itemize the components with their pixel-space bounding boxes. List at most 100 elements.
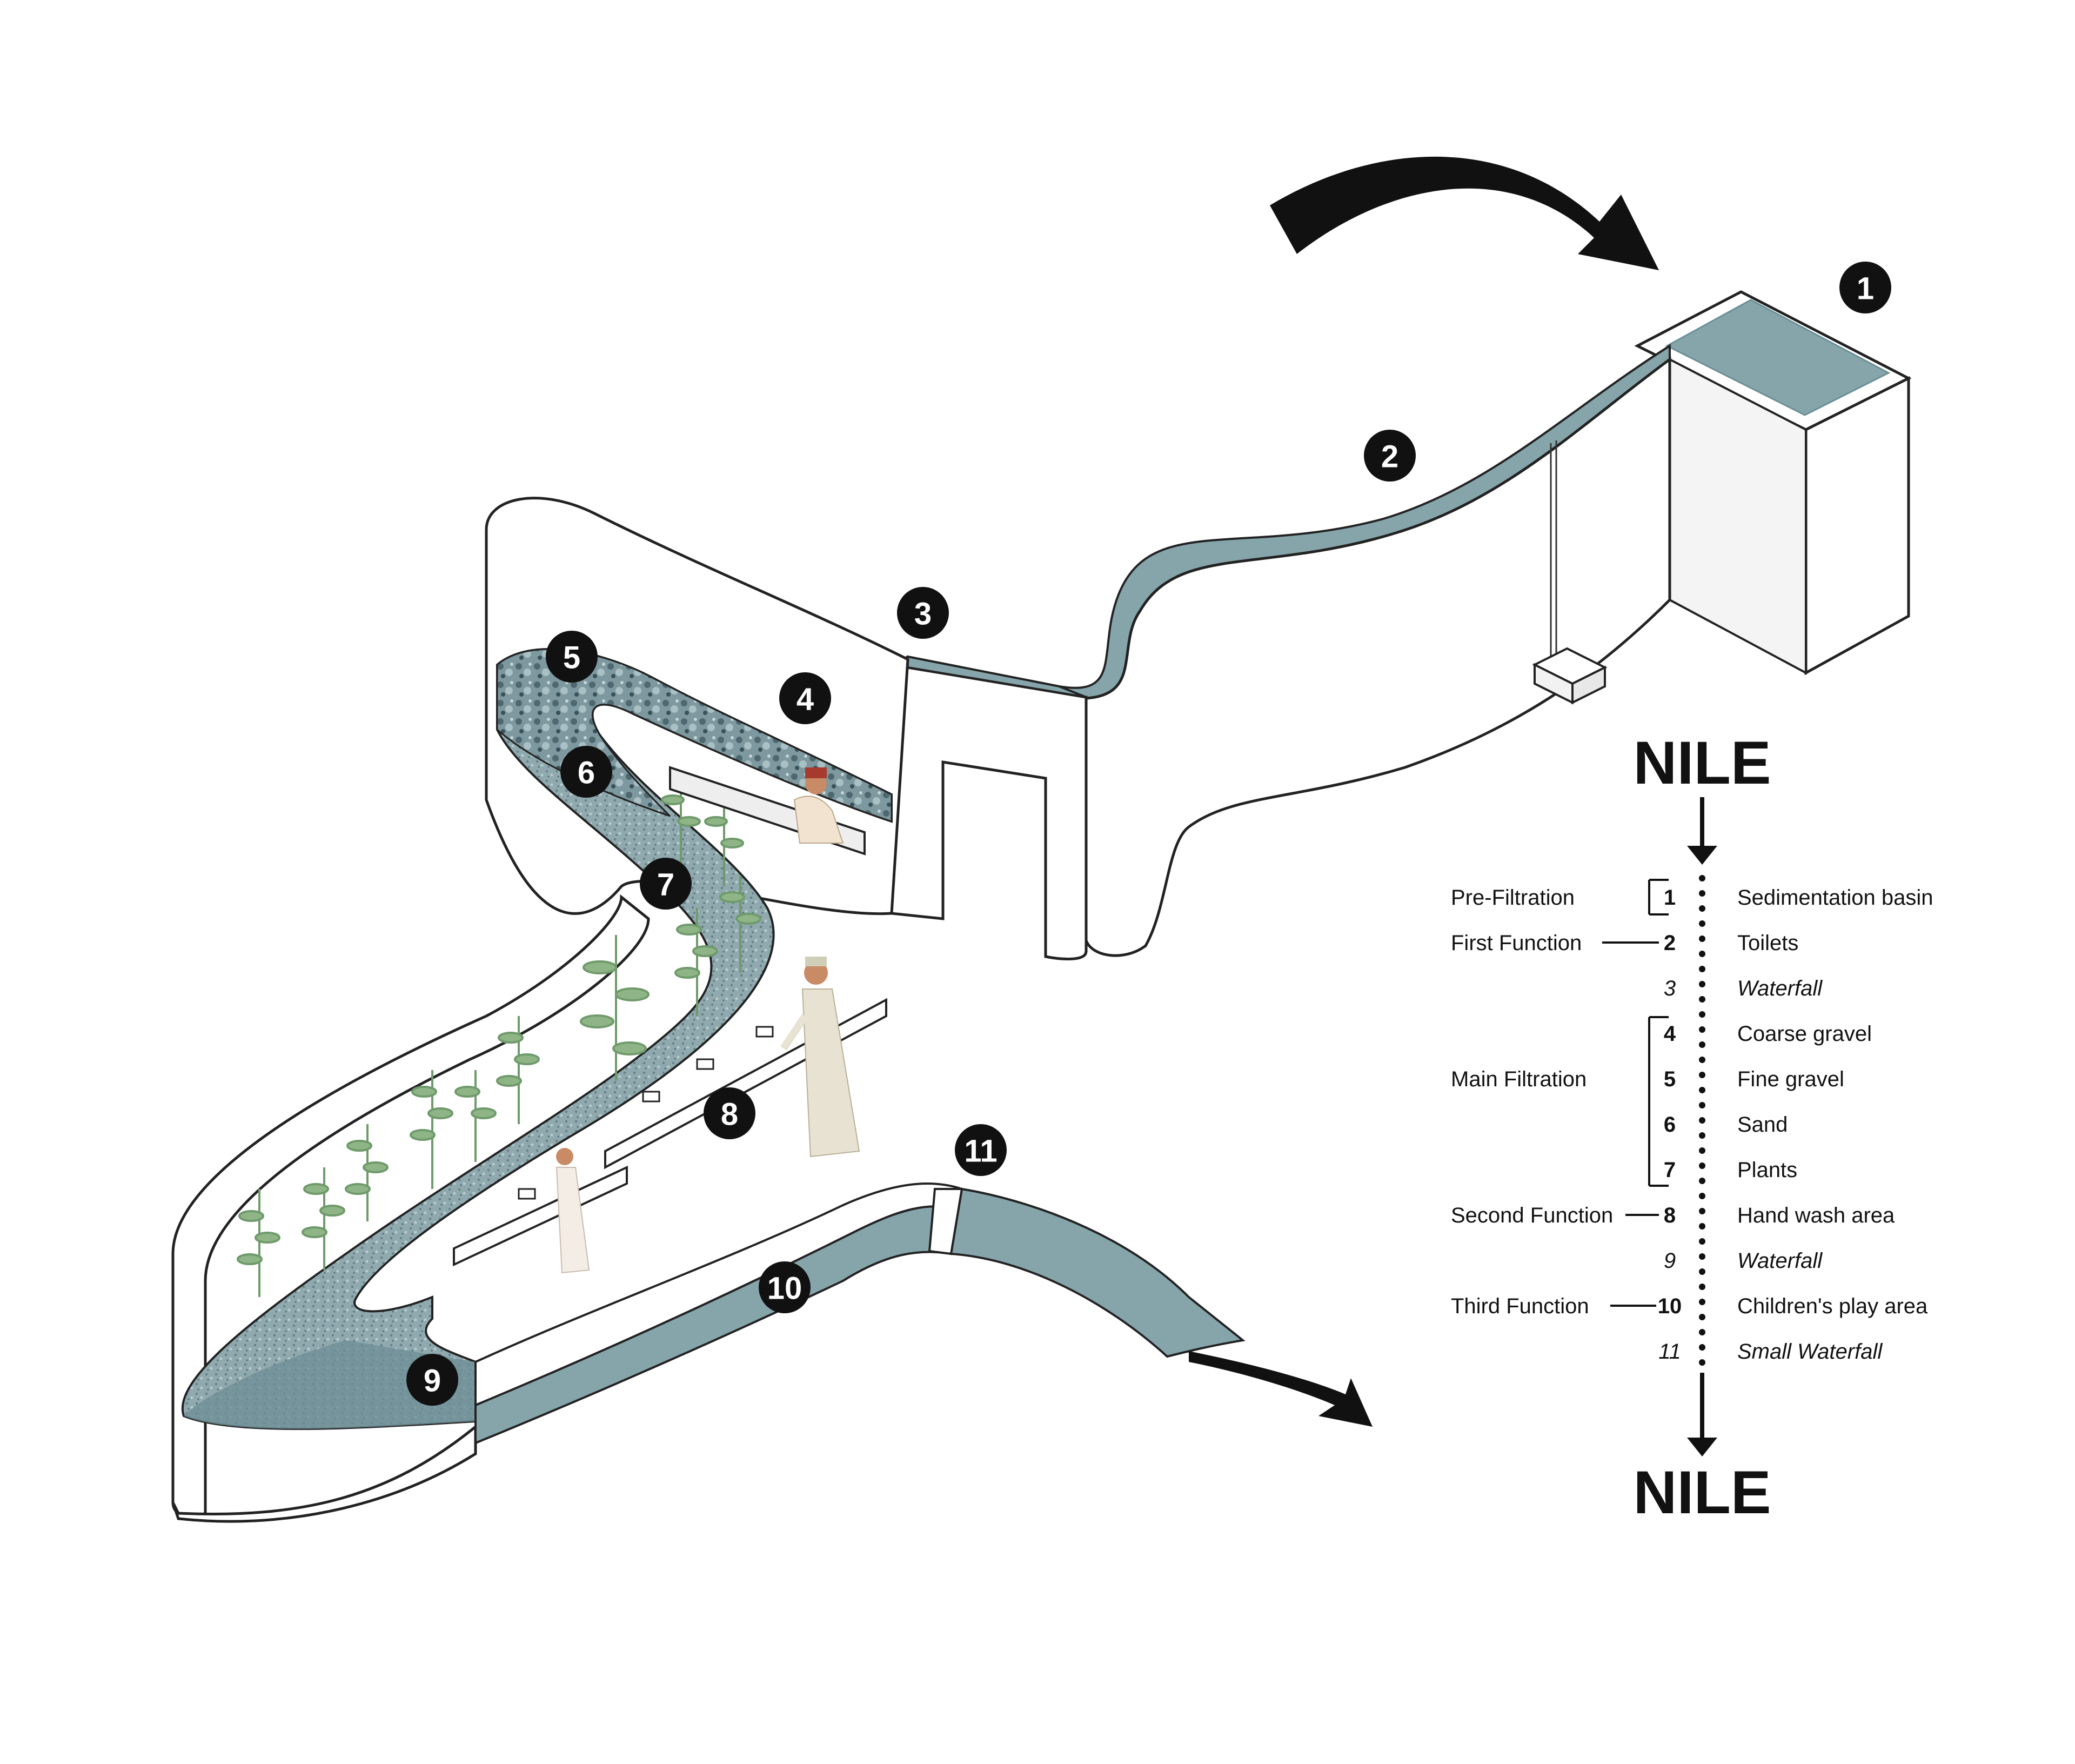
badge-label: 8	[721, 1097, 738, 1132]
legend-number: 1	[1664, 886, 1676, 910]
flow-arrow-in-icon	[1270, 156, 1659, 270]
legend-number: 6	[1664, 1113, 1676, 1137]
legend-number: 3	[1664, 977, 1676, 1000]
waterfall-gate	[888, 655, 1088, 960]
legend-description: Coarse gravel	[1737, 1022, 1872, 1046]
badge-circle	[955, 1124, 1007, 1176]
badge-circle	[546, 631, 598, 683]
legend-row: 9 Waterfall	[1664, 1249, 1823, 1273]
legend-row: 4 Coarse gravel	[1664, 1022, 1872, 1046]
flow-arrow-out-icon	[1189, 1351, 1373, 1427]
badge-circle	[406, 1354, 458, 1406]
badge-circle	[759, 1261, 811, 1313]
badge-2: 2	[1364, 430, 1416, 482]
legend-dot	[1699, 1359, 1705, 1366]
legend-number: 5	[1664, 1067, 1676, 1091]
badge-circle	[779, 672, 831, 724]
legend-dot	[1699, 1057, 1705, 1063]
legend-dot	[1699, 1314, 1705, 1320]
badge-4: 4	[779, 672, 831, 724]
legend-dot	[1699, 951, 1705, 957]
badge-5: 5	[546, 631, 598, 683]
legend-category: Main Filtration	[1451, 1067, 1587, 1091]
legend-dot	[1699, 936, 1705, 942]
child-icon	[555, 1148, 590, 1274]
person-sitting-icon	[793, 767, 844, 844]
legend-number: 11	[1658, 1340, 1681, 1364]
legend-description: Small Waterfall	[1737, 1340, 1883, 1364]
legend-description: Fine gravel	[1737, 1067, 1844, 1091]
legend-dotted-line	[1699, 875, 1705, 1366]
badge-label: 11	[964, 1134, 997, 1169]
legend-dot	[1699, 966, 1705, 972]
badge-label: 3	[914, 597, 932, 632]
badge-10: 10	[759, 1261, 811, 1313]
badge-circle	[704, 1087, 755, 1139]
toilets-channel	[907, 344, 1671, 957]
legend-title-bottom: NILE	[1633, 1459, 1771, 1526]
badge-circle	[560, 746, 612, 798]
legend-dot	[1699, 1238, 1705, 1245]
legend-category: Second Function	[1451, 1204, 1613, 1227]
legend-dot	[1699, 1299, 1705, 1305]
legend-description: Waterfall	[1737, 1249, 1823, 1273]
badge-7: 7	[640, 858, 692, 910]
legend-dot	[1699, 890, 1705, 897]
sedimentation-basin	[1634, 290, 1912, 676]
badge-3: 3	[897, 587, 949, 639]
legend-description: Sand	[1737, 1113, 1788, 1137]
badge-label: 6	[578, 756, 595, 791]
legend-description: Hand wash area	[1737, 1204, 1895, 1227]
legend-dot	[1699, 1072, 1705, 1078]
legend-number: 9	[1664, 1249, 1676, 1273]
legend-description: Children's play area	[1737, 1294, 1928, 1318]
plants-group	[237, 778, 761, 1297]
badge-1: 1	[1839, 262, 1891, 313]
legend-number: 4	[1664, 1022, 1676, 1046]
legend-dot	[1699, 1284, 1705, 1290]
small-waterfall	[928, 1187, 1246, 1358]
badge-label: 7	[657, 867, 674, 903]
legend-dot	[1699, 981, 1705, 987]
badge-label: 2	[1381, 439, 1398, 475]
legend-title-top: NILE	[1633, 729, 1771, 797]
badge-circle	[640, 858, 692, 910]
arrow-down-icon	[1687, 1373, 1717, 1456]
legend-dot	[1699, 1147, 1705, 1154]
legend-dot	[1699, 1041, 1705, 1048]
number-badges: 1 2 3 4 5 6 7 8 9 10 11	[406, 262, 1891, 1406]
badge-circle	[1839, 262, 1891, 313]
legend-description: Toilets	[1737, 931, 1798, 955]
legend-dot	[1699, 905, 1705, 912]
badge-6: 6	[560, 746, 612, 798]
legend-category: First Function	[1451, 931, 1582, 955]
plant-icon	[237, 778, 761, 1297]
legend-dot	[1699, 1011, 1705, 1018]
legend-description: Plants	[1737, 1158, 1797, 1182]
person-standing-icon	[780, 957, 860, 1158]
legend-category: Pre-Filtration	[1451, 886, 1575, 910]
legend-row: 11 Small Waterfall	[1658, 1340, 1883, 1364]
legend-dot	[1699, 1223, 1705, 1230]
badge-label: 4	[796, 682, 814, 717]
legend-row: 3 Waterfall	[1664, 977, 1823, 1000]
childrens-play-area	[474, 1182, 963, 1445]
badge-label: 10	[767, 1271, 802, 1306]
legend-dot	[1699, 1102, 1705, 1108]
badge-9: 9	[406, 1354, 458, 1406]
badge-8: 8	[704, 1087, 755, 1139]
badge-label: 9	[424, 1364, 441, 1399]
legend-dot	[1699, 1268, 1705, 1275]
legend-dot	[1699, 996, 1705, 1003]
legend-dot	[1699, 1329, 1705, 1335]
legend-dot	[1699, 1087, 1705, 1093]
badge-11: 11	[955, 1124, 1007, 1176]
legend-dot	[1699, 1344, 1705, 1351]
legend-description: Waterfall	[1737, 977, 1823, 1000]
